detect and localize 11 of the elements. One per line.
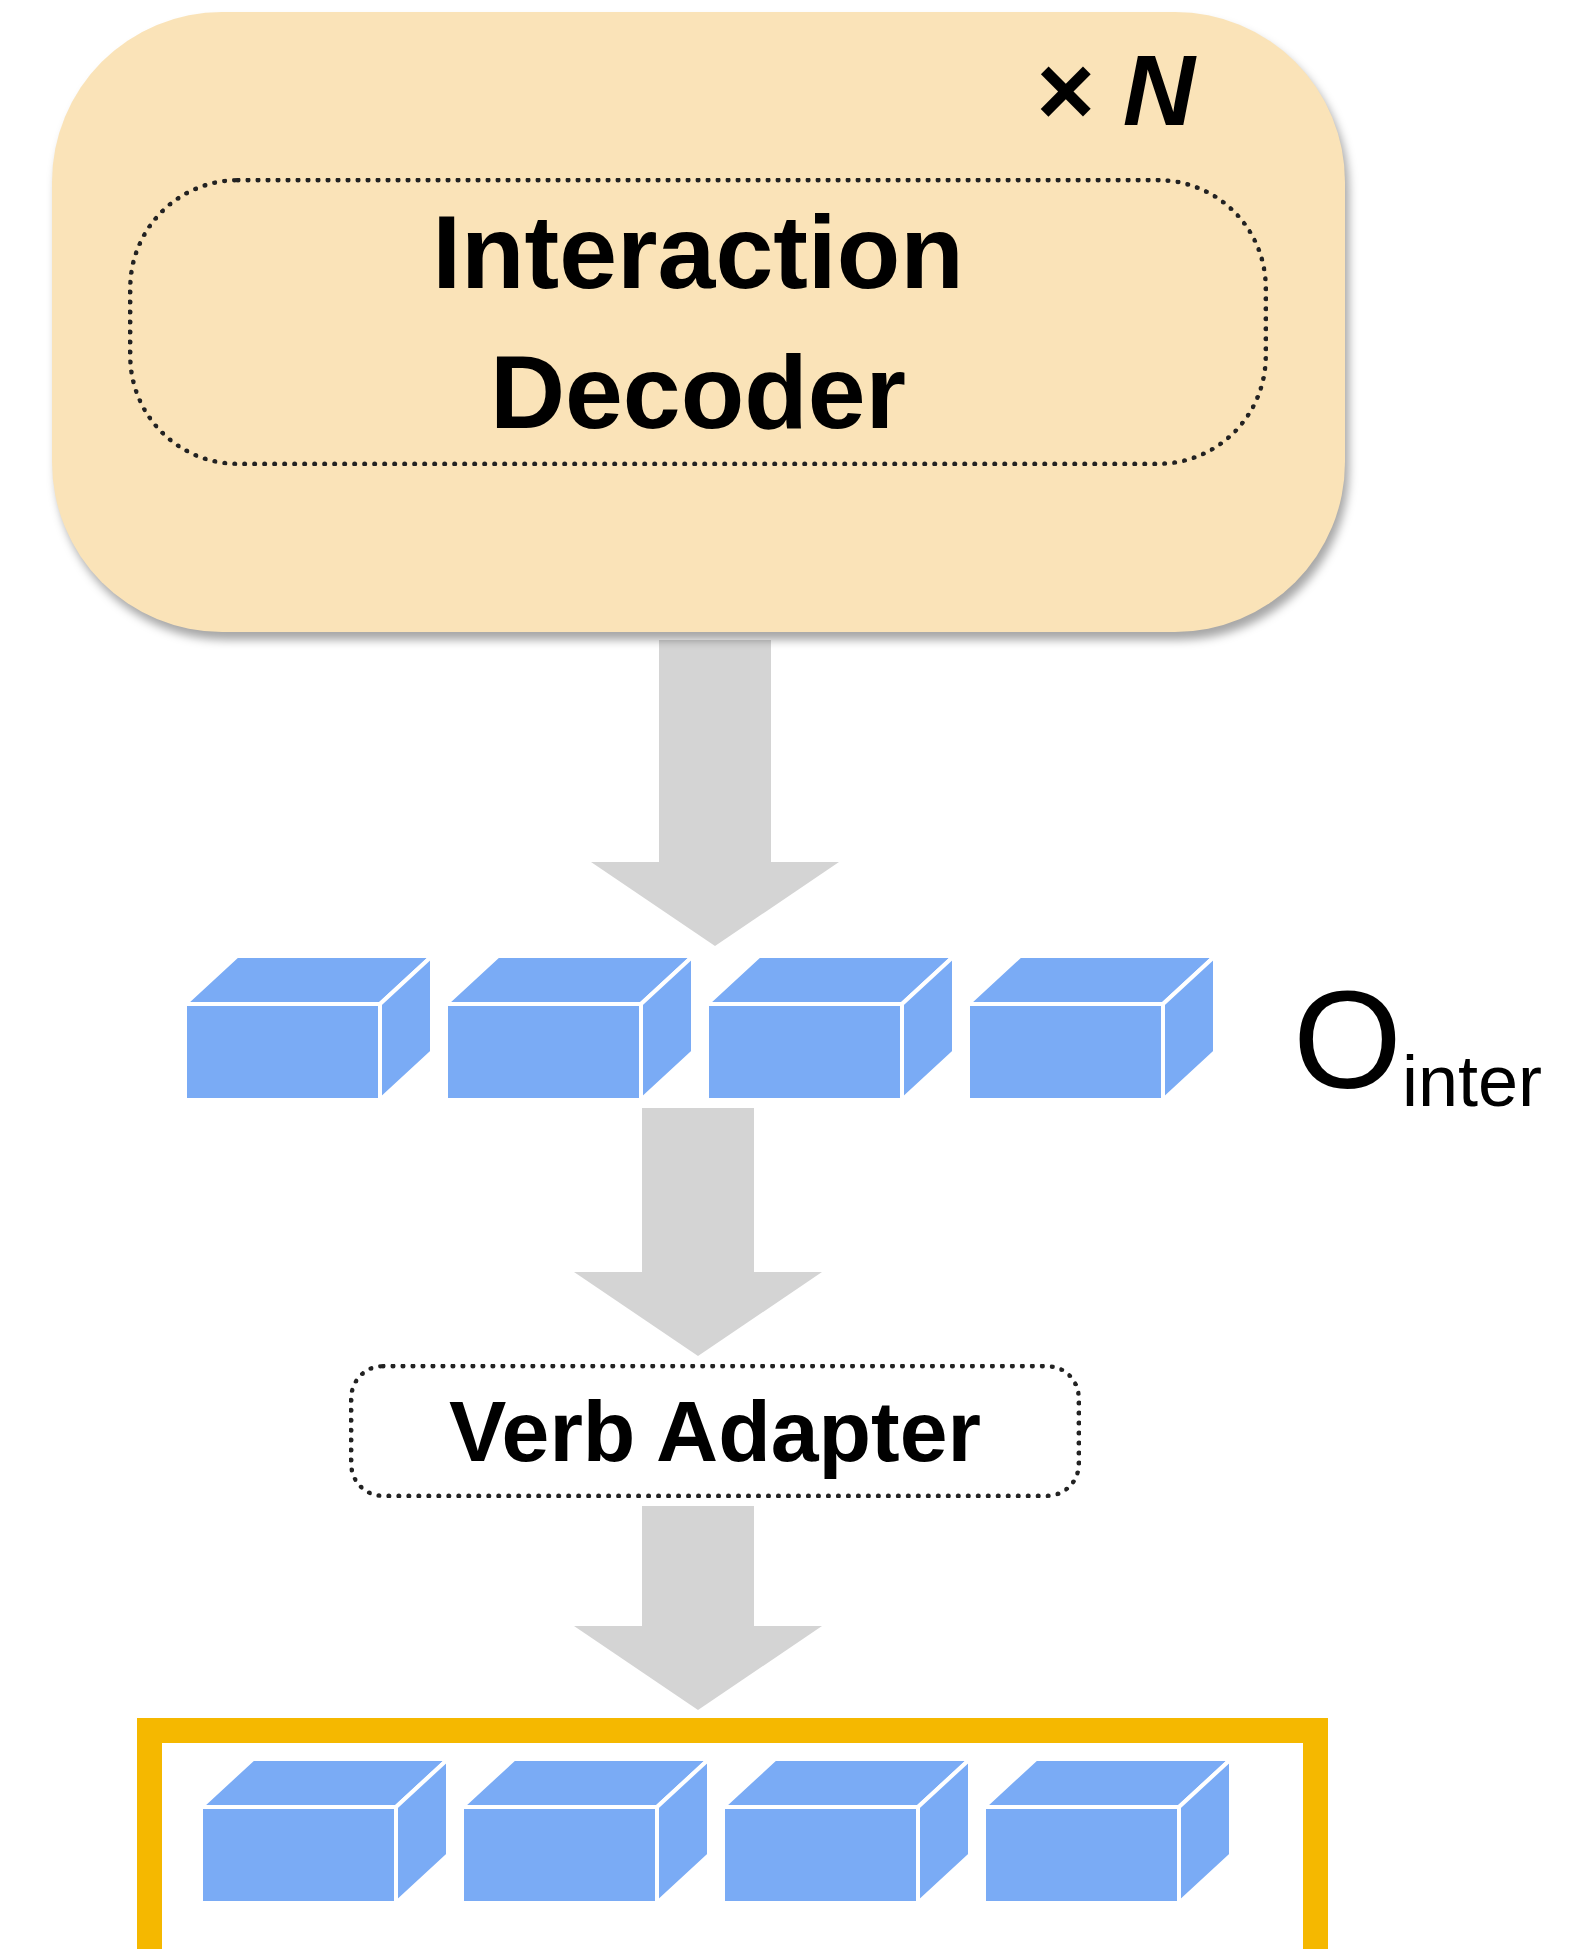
flow-arrow	[574, 1108, 822, 1356]
module-label: Interaction Decoder	[432, 194, 964, 450]
module-label: Verb Adapter	[448, 1383, 982, 1479]
flow-arrow	[574, 1506, 822, 1710]
dotted-module-box	[128, 178, 1268, 466]
tensor-label: O$_{inter}$	[1293, 965, 1542, 1123]
decoder-block-panel	[52, 12, 1345, 632]
repeat-count-label: × N	[1036, 33, 1195, 148]
dotted-module-box	[349, 1364, 1081, 1498]
highlight-frame	[137, 1718, 1328, 1949]
flow-arrow	[591, 640, 839, 946]
